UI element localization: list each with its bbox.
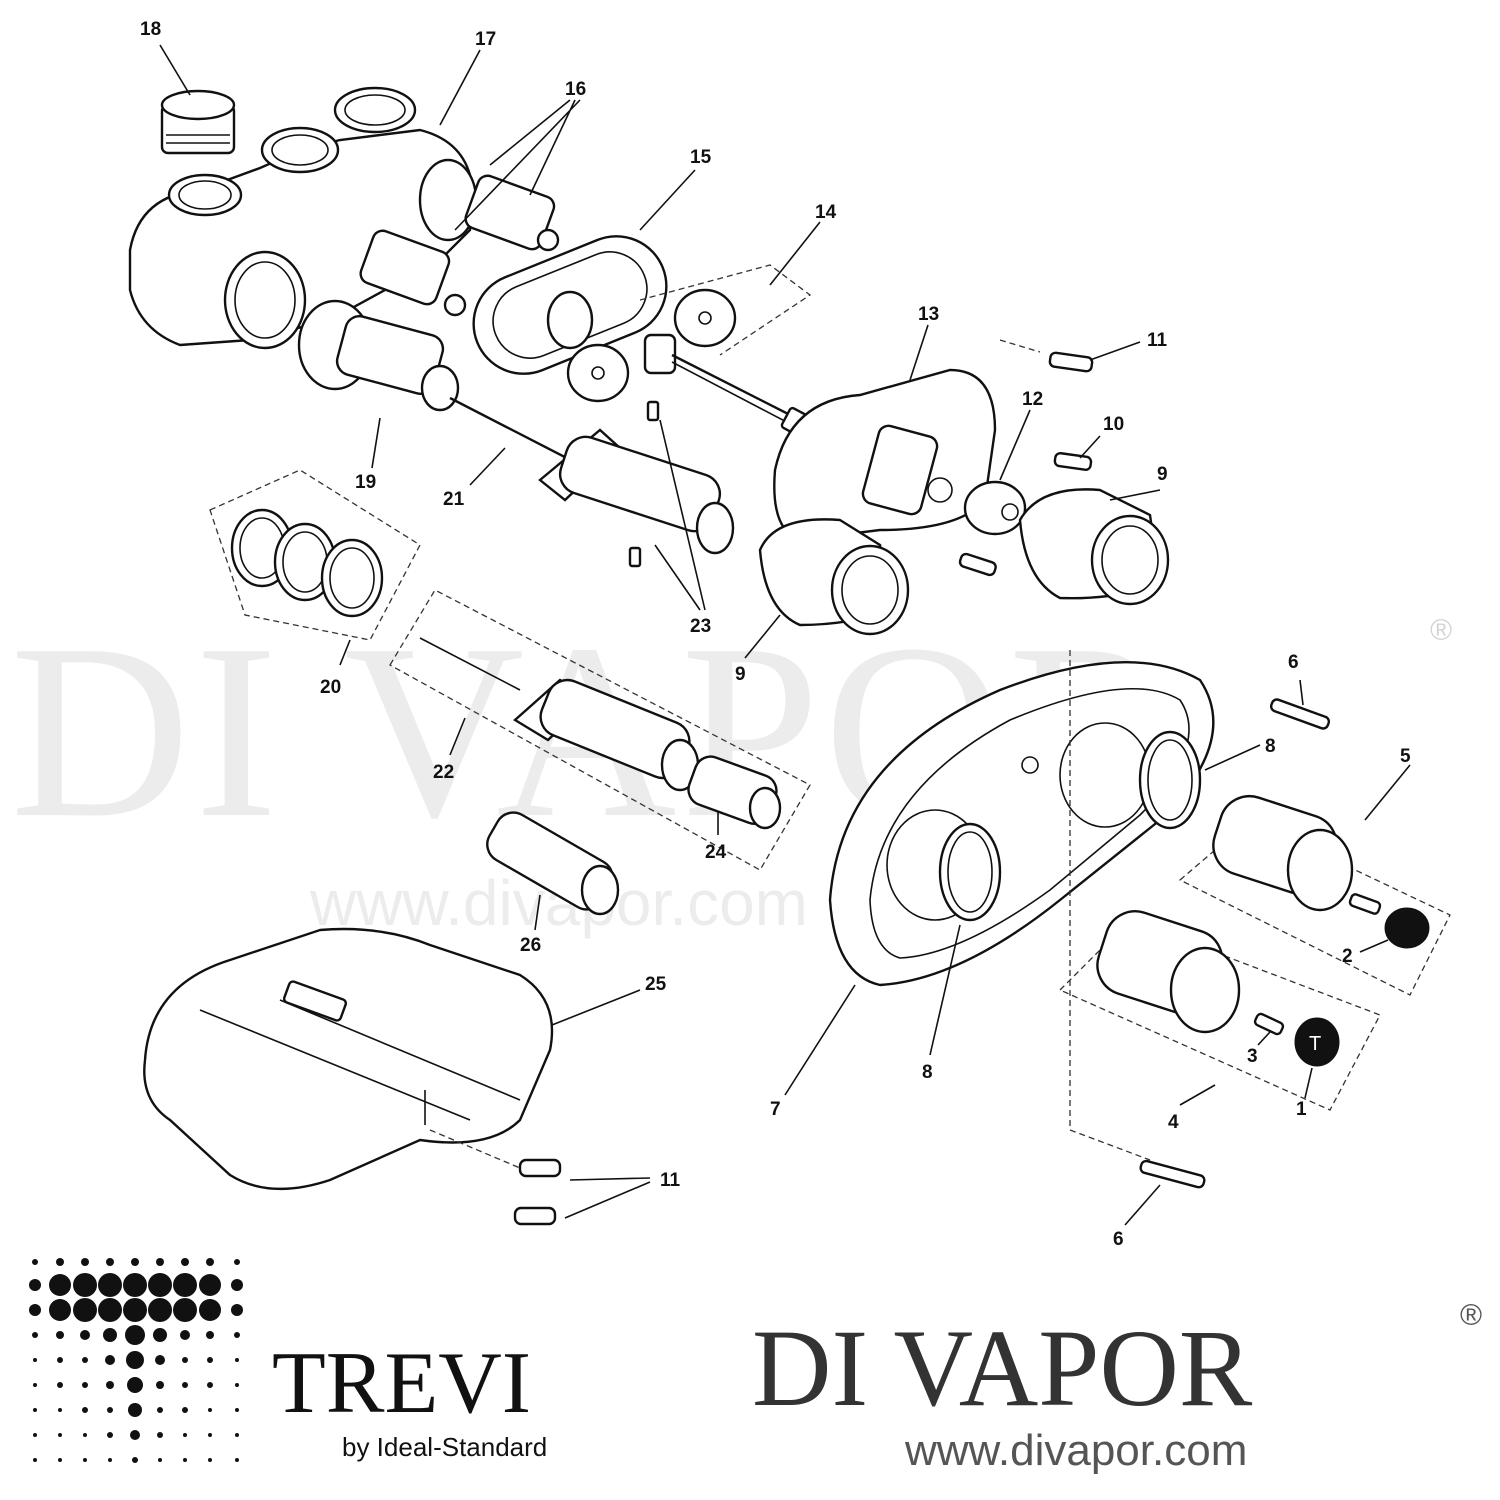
cartridge-part (297, 299, 591, 472)
screws-top-part (958, 339, 1094, 577)
callout-10: 10 (1103, 414, 1124, 435)
callout-8-right: 8 (1265, 736, 1276, 757)
callout-11-top: 11 (1147, 330, 1168, 351)
callout-15: 15 (690, 147, 712, 168)
diverter-spindle-part (538, 400, 735, 568)
trevi-dot-logo (29, 1258, 243, 1463)
callout-5: 5 (1400, 746, 1411, 767)
leader-lines (159, 44, 1411, 1226)
callout-6-top: 6 (1288, 652, 1299, 673)
spindle-part (566, 264, 812, 436)
callout-16: 16 (565, 79, 586, 100)
diverter-assembly-part (389, 589, 811, 871)
callout-2: 2 (1342, 946, 1353, 967)
knob-cap-t-icon (1294, 1017, 1340, 1067)
callout-9-left: 9 (735, 664, 746, 685)
handle-4-part: T (1058, 910, 1381, 1111)
valve-body-part (128, 86, 478, 350)
callout-25: 25 (645, 974, 667, 995)
callout-8-bottom: 8 (922, 1062, 933, 1083)
callout-6-bottom: 6 (1113, 1229, 1124, 1250)
backplate-part (828, 661, 1215, 987)
divapor-url: www.divapor.com (904, 1426, 1247, 1475)
rings-part (938, 730, 1202, 922)
screws-6-part (1069, 650, 1331, 1189)
divapor-name: DI VAPOR (752, 1307, 1253, 1429)
trevi-tagline: by Ideal-Standard (342, 1432, 547, 1462)
shrouds-part (758, 488, 1170, 636)
callout-11-bottom: 11 (660, 1170, 681, 1191)
callout-18: 18 (140, 19, 161, 40)
trevi-name: TREVI (272, 1335, 531, 1432)
adaptor-part (963, 480, 1027, 536)
callout-19: 19 (355, 472, 376, 493)
callout-22: 22 (433, 762, 454, 783)
knob-cap-letter: T (1309, 1033, 1321, 1055)
callout-13: 13 (918, 304, 939, 325)
handle-5-part (1178, 795, 1451, 996)
flow-cover-part (143, 927, 554, 1191)
callout-23: 23 (690, 616, 711, 637)
callout-24: 24 (705, 842, 727, 863)
callout-14: 14 (815, 202, 837, 223)
face-plate-part (773, 368, 997, 542)
callout-21: 21 (443, 489, 465, 510)
callout-3: 3 (1247, 1046, 1258, 1067)
divapor-brand: DI VAPOR ® www.divapor.com (752, 1299, 1482, 1475)
callout-7: 7 (770, 1099, 781, 1120)
check-valves-part (359, 174, 560, 317)
callout-4: 4 (1168, 1112, 1179, 1133)
trevi-brand: TREVI by Ideal-Standard (272, 1335, 547, 1462)
callout-17: 17 (475, 29, 496, 50)
callout-26: 26 (520, 935, 541, 956)
cap-part (160, 89, 236, 155)
callout-labels: 18 17 16 15 14 13 11 12 10 9 19 21 23 20… (140, 19, 1411, 1250)
screws-bottom-part (429, 1129, 562, 1226)
callout-9-right: 9 (1157, 464, 1168, 485)
cartridge-26-part (486, 811, 620, 916)
gasket-part (472, 235, 668, 375)
watermark-registered: ® (1430, 614, 1452, 647)
cartridge-24-part (687, 755, 782, 830)
callout-20: 20 (320, 677, 341, 698)
callout-12: 12 (1022, 389, 1043, 410)
callout-1: 1 (1296, 1099, 1307, 1120)
divapor-registered: ® (1460, 1299, 1482, 1332)
o-rings-part (209, 469, 421, 641)
